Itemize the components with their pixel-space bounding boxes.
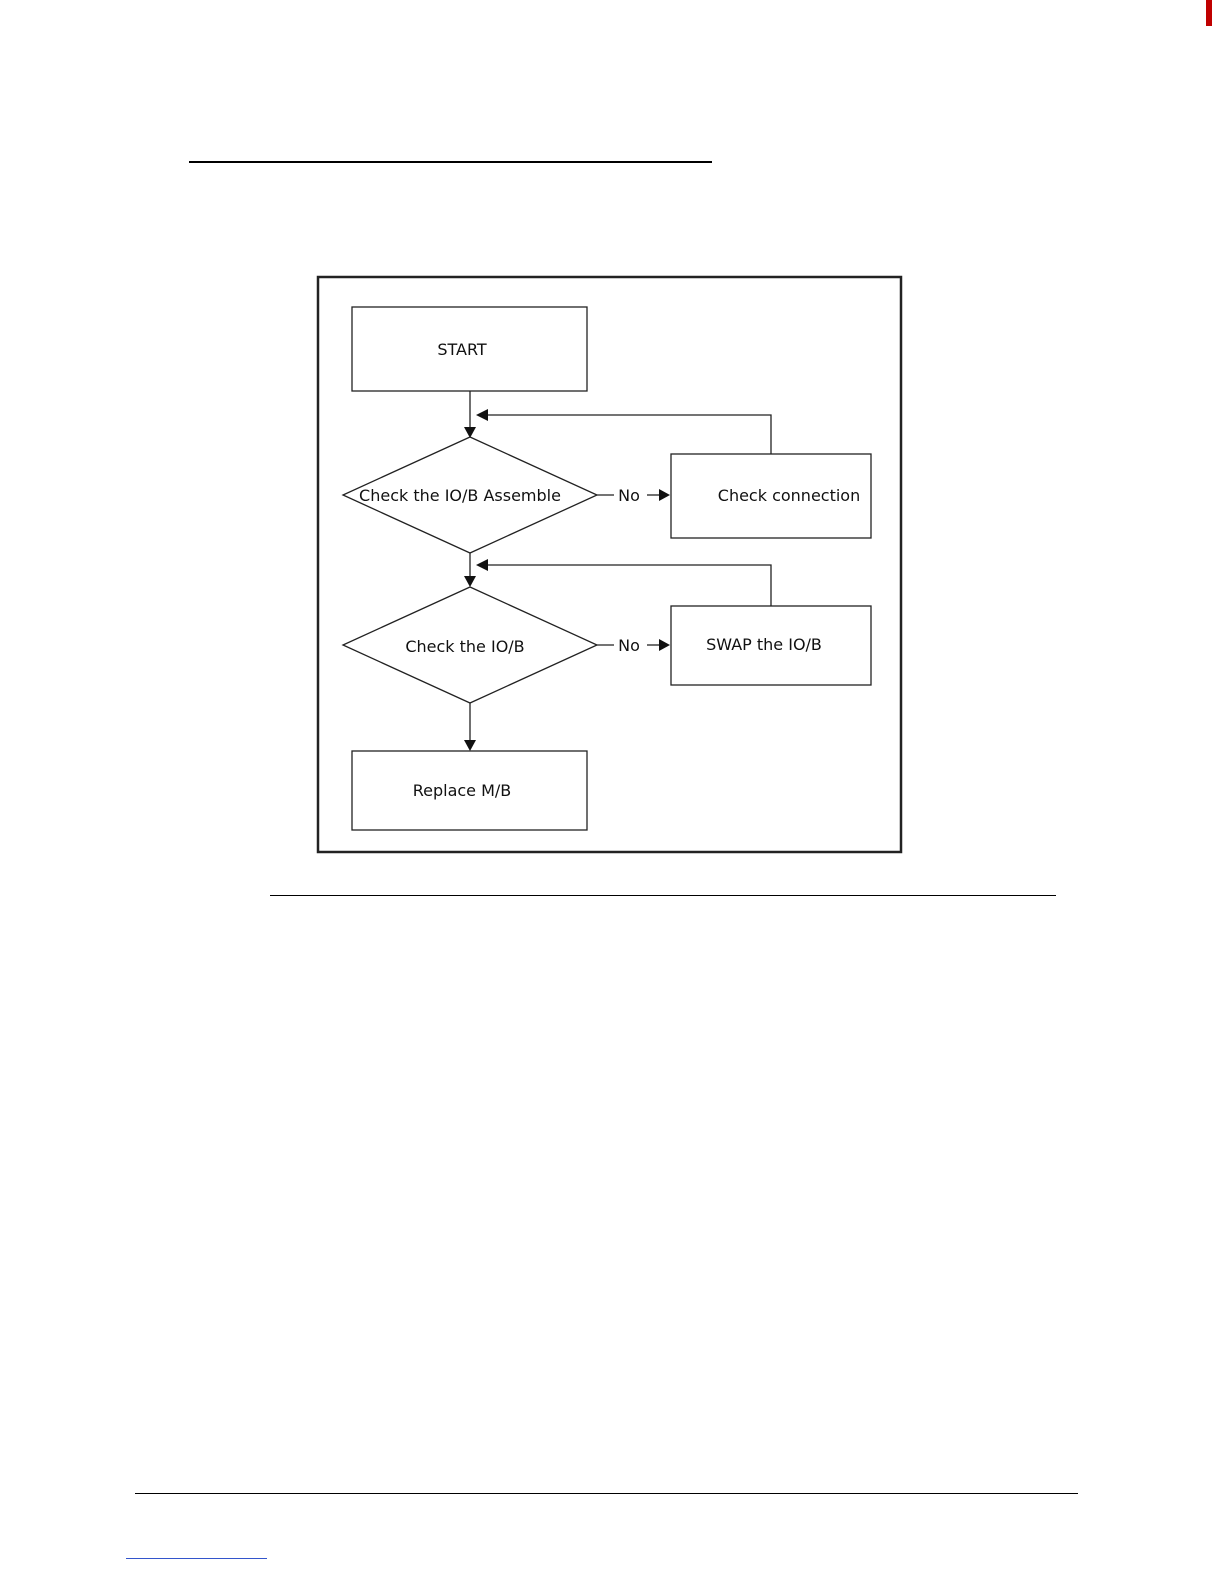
caption-rule	[270, 895, 1056, 896]
footer-rule	[135, 1493, 1078, 1494]
edge-label-no-1: No	[618, 486, 640, 505]
decision-check-iob-label: Check the IO/B	[405, 637, 524, 656]
check-connection-label: Check connection	[718, 486, 860, 505]
edge-label-no-2: No	[618, 636, 640, 655]
decision-check-assemble-label: Check the IO/B Assemble	[359, 486, 561, 505]
swap-iob-label: SWAP the IO/B	[706, 635, 822, 654]
replace-mb-label: Replace M/B	[413, 781, 512, 800]
footer-link-underline	[126, 1558, 267, 1559]
start-label: START	[437, 340, 487, 359]
